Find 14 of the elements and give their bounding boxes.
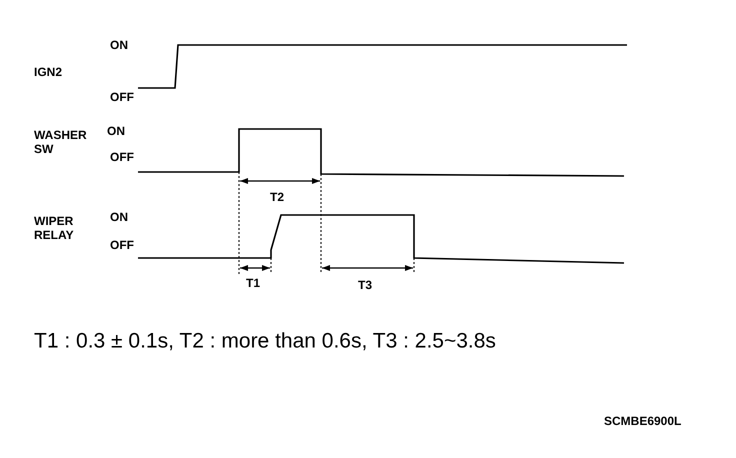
state-label: OFF — [110, 150, 134, 164]
signal-name: WASHER SW — [34, 128, 88, 156]
timing-note: T1 : 0.3 ± 0.1s, T2 : more than 0.6s, T3 : 2.5~3.8s — [34, 328, 497, 354]
dimension-label: T2 — [270, 190, 284, 204]
state-label: ON — [107, 124, 125, 138]
state-label: ON — [110, 210, 128, 224]
state-label: ON — [110, 38, 128, 52]
dimension-label: T3 — [358, 278, 372, 292]
signal-name: IGN2 — [34, 65, 62, 79]
figure-code: SCMBE6900L — [604, 414, 682, 428]
state-label: OFF — [110, 238, 134, 252]
state-label: OFF — [110, 90, 134, 104]
dimension-label: T1 — [246, 276, 260, 290]
signal-name: WIPER RELAY — [34, 214, 75, 242]
